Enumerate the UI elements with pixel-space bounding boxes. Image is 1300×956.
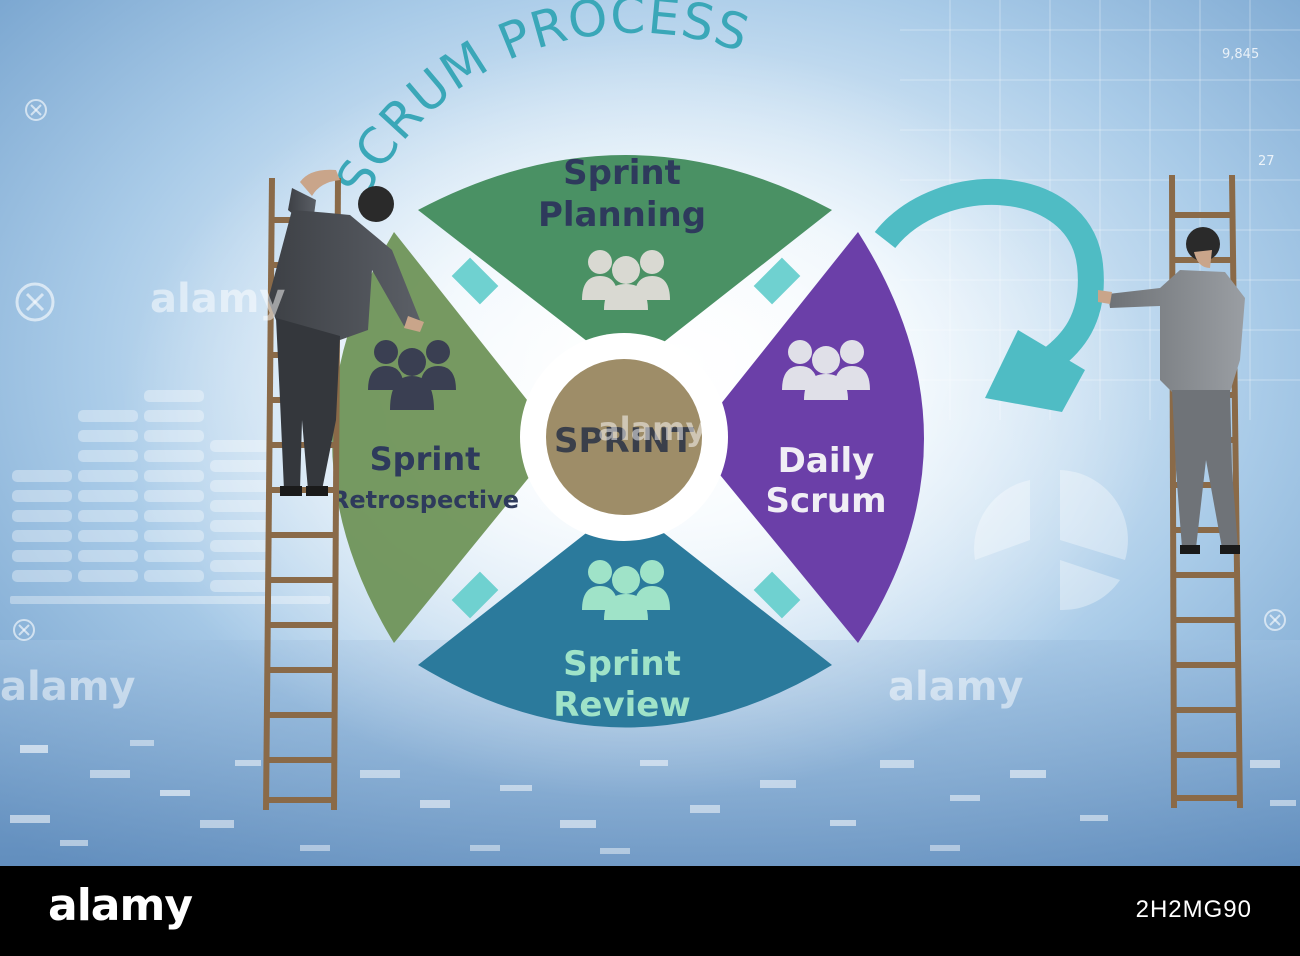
- team-icon: [582, 560, 670, 620]
- team-icon: [782, 340, 870, 400]
- scrum-process-scene: 9,845 27: [0, 0, 1300, 866]
- decor-number: 9,845: [1222, 47, 1259, 62]
- decor-number: 27: [1258, 154, 1275, 169]
- footer-bar: alamy 2H2MG90: [0, 866, 1300, 956]
- retro-label-line1: Sprint: [370, 440, 481, 478]
- segment-sprint-planning: [418, 155, 832, 345]
- svg-text:alamy: alamy: [888, 664, 1023, 710]
- center-label: SPRINT: [554, 421, 695, 461]
- close-icon: [25, 99, 47, 121]
- review-label-line2: Review: [553, 685, 691, 725]
- svg-text:alamy: alamy: [150, 276, 285, 322]
- review-label-line1: Sprint: [563, 644, 681, 684]
- watermark: alamy alamy alamy alamy: [0, 276, 1023, 710]
- equalizer-decoration: [10, 390, 330, 604]
- segment-sprint-retrospective: [332, 232, 535, 643]
- daily-label-line1: Daily: [778, 441, 875, 481]
- floor-tiles: [10, 740, 1296, 854]
- team-icon: [582, 250, 670, 310]
- segment-sprint-review: [418, 530, 832, 728]
- connector: [753, 571, 801, 619]
- retro-label-line2: Retrospective: [331, 486, 519, 514]
- segment-daily-scrum: [716, 232, 924, 643]
- cycle-arrow-icon: [874, 178, 1104, 412]
- svg-text:alamy: alamy: [0, 664, 135, 710]
- svg-text:alamy: alamy: [598, 410, 707, 448]
- center-hub: [546, 359, 702, 515]
- connector: [753, 257, 801, 305]
- businessman-right: [1098, 227, 1245, 554]
- close-icon: [1264, 609, 1286, 631]
- connector: [451, 257, 499, 305]
- image-id: 2H2MG90: [1135, 896, 1252, 923]
- pie-decoration: [974, 470, 1128, 611]
- footer-brand-logo: alamy: [48, 880, 193, 931]
- daily-label-line2: Scrum: [765, 481, 886, 521]
- team-icon: [368, 340, 456, 410]
- close-icon: [13, 619, 35, 641]
- scrum-wheel: SPRINT Sprint Planning Daily Scrum: [331, 153, 924, 728]
- planning-label-line1: Sprint: [563, 153, 681, 193]
- close-icon: [15, 282, 55, 322]
- connector: [451, 571, 499, 619]
- businessman-left: [268, 169, 424, 496]
- planning-label-line2: Planning: [538, 195, 706, 235]
